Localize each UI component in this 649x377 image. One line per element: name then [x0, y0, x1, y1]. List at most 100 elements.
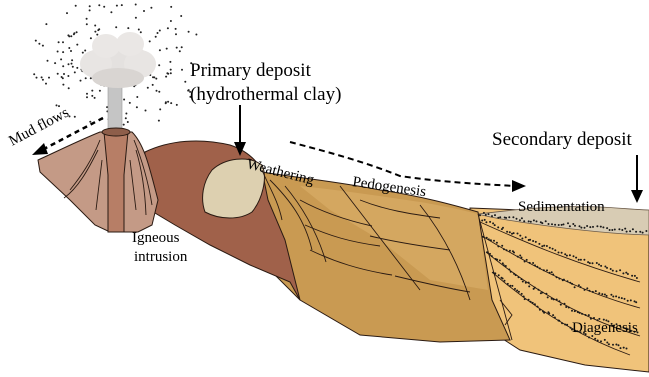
sediment-dot — [539, 267, 541, 269]
ash-particle — [91, 95, 93, 97]
ash-particle — [121, 4, 123, 6]
ash-particle — [94, 25, 96, 27]
ash-particle — [145, 110, 147, 112]
sediment-dot — [566, 255, 568, 257]
sediment-dot — [548, 223, 550, 225]
sediment-dot — [618, 297, 620, 299]
ash-particle — [71, 59, 73, 61]
ash-particle — [170, 20, 172, 22]
ash-particle — [82, 52, 84, 54]
ash-particle — [56, 104, 58, 106]
sediment-dot — [552, 274, 554, 276]
sediment-dot — [512, 216, 514, 218]
sediment-dot — [600, 265, 602, 267]
sediment-dot — [564, 324, 566, 326]
sediment-dot — [485, 214, 487, 216]
ash-particle — [76, 67, 78, 69]
sediment-dot — [524, 261, 526, 263]
sediment-dot — [521, 238, 523, 240]
sediment-dot — [534, 264, 536, 266]
sediment-dot — [521, 278, 523, 280]
sediment-dot — [565, 306, 567, 308]
sediment-dot — [509, 250, 511, 252]
ash-particle — [166, 48, 168, 50]
sediment-dot — [554, 249, 556, 251]
sediment-dot — [593, 317, 595, 319]
sediment-dot — [629, 230, 631, 232]
sediment-dot — [594, 338, 596, 340]
sediment-dot — [533, 219, 535, 221]
sediment-dot — [627, 273, 629, 275]
sediment-dot — [574, 286, 576, 288]
sediment-dot — [484, 219, 486, 221]
sediment-dot — [549, 247, 551, 249]
sediment-dot — [505, 265, 507, 267]
ash-particle — [62, 77, 64, 79]
sediment-dot — [521, 257, 523, 259]
sediment-dot — [516, 290, 518, 292]
ash-particle — [170, 6, 172, 8]
eruption-cloud — [80, 32, 156, 88]
sediment-dot — [615, 344, 617, 346]
sediment-dot — [525, 282, 527, 284]
ash-particle — [158, 64, 160, 66]
ash-particle — [89, 5, 91, 7]
ash-particle — [136, 106, 138, 108]
ash-particle — [33, 73, 35, 75]
sediment-dot — [519, 235, 521, 237]
sediment-dot — [586, 287, 588, 289]
ash-particle — [179, 50, 181, 52]
ash-particle — [70, 35, 72, 37]
label-secondary-deposit: Secondary deposit — [492, 129, 633, 150]
ash-particle — [188, 31, 190, 33]
sediment-dot — [547, 296, 549, 298]
sediment-dot — [497, 245, 499, 247]
sediment-dot — [634, 300, 636, 302]
sediment-dot — [518, 276, 520, 278]
sediment-dot — [580, 259, 582, 261]
ash-particle — [57, 73, 59, 75]
ash-particle — [48, 77, 50, 79]
ash-particle — [156, 90, 158, 92]
ash-particle — [149, 40, 151, 42]
label-primary-deposit-line2: (hydrothermal clay) — [190, 84, 341, 105]
sediment-dot — [502, 227, 504, 229]
sediment-dot — [606, 267, 608, 269]
sediment-dot — [532, 240, 534, 242]
label-igneous-line1: Igneous — [132, 230, 180, 246]
sediment-dot — [501, 245, 503, 247]
sediment-dot — [537, 306, 539, 308]
sediment-dot — [525, 236, 527, 238]
sediment-dot — [486, 251, 488, 253]
sediment-dot — [624, 298, 626, 300]
ash-particle — [127, 27, 129, 29]
sediment-dot — [517, 256, 519, 258]
ash-particle — [74, 116, 76, 118]
ash-particle — [155, 36, 157, 38]
ash-particle — [123, 99, 125, 101]
sediment-dot — [558, 224, 560, 226]
sediment-dot — [541, 222, 543, 224]
sediment-dot — [558, 320, 560, 322]
sediment-dot — [536, 220, 538, 222]
ash-particle — [147, 87, 149, 89]
sediment-dot — [592, 262, 594, 264]
sediment-dot — [616, 270, 618, 272]
sediment-dot — [581, 313, 583, 315]
sediment-dot — [567, 222, 569, 224]
ash-particle — [90, 37, 92, 39]
sediment-dot — [528, 282, 530, 284]
sediment-dot — [577, 311, 579, 313]
sediment-dot — [534, 287, 536, 289]
sediment-dot — [611, 229, 613, 231]
ash-particle — [96, 34, 98, 36]
sediment-dot — [481, 220, 483, 222]
ash-particle — [98, 4, 100, 6]
sediment-dot — [524, 298, 526, 300]
sediment-dot — [585, 314, 587, 316]
sediment-dot — [604, 294, 606, 296]
sediment-dot — [503, 248, 505, 250]
sediment-dot — [528, 285, 530, 287]
secondary-deposit-arrow — [631, 155, 643, 203]
